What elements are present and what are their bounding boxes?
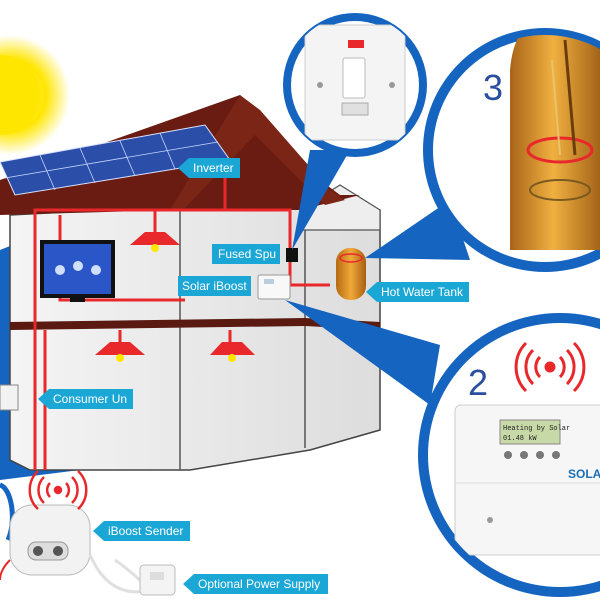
arrow-left-icon [366, 282, 377, 302]
arrow-left-icon [178, 158, 189, 178]
consumer-unit-box [0, 384, 19, 411]
fused-spur-box [286, 248, 298, 262]
inverter-label: Inverter [178, 158, 240, 178]
callout-number-2: 2 [468, 362, 488, 403]
controller-brand: SOLAR [568, 467, 600, 481]
controller-callout [418, 313, 600, 597]
sun-icon [0, 35, 70, 155]
wireless-signal-icon [28, 470, 88, 510]
switch-beam [292, 150, 350, 250]
controller-screen-line1: Heating by Solar [503, 425, 570, 433]
hot-water-tank-small [336, 248, 366, 300]
solar-panel [0, 124, 231, 196]
wireless-signal-icon [514, 341, 586, 393]
solar-iboost-unit [257, 274, 291, 300]
arrow-left-icon [93, 521, 104, 541]
optional-power-supply-label: Optional Power Supply [183, 574, 328, 594]
controller-beam [285, 300, 440, 405]
consumer-unit-label: Consumer Un [38, 389, 134, 409]
power-supply-plug [88, 554, 176, 596]
television [40, 240, 115, 302]
lamp [95, 342, 145, 362]
hot-water-tank-label: Hot Water Tank [366, 282, 470, 302]
fused-spur-label: Fused Spu [212, 244, 281, 264]
iboost-sender-device [0, 470, 91, 581]
iboost-sender-label: iBoost Sender [93, 521, 190, 541]
arrow-left-icon [183, 574, 194, 594]
fused-spur-callout [283, 13, 427, 157]
lamp [210, 342, 255, 362]
controller-screen-line2: 01.48 kW [503, 435, 537, 443]
callout-number-3: 3 [483, 67, 503, 108]
solar-iboost-label: Solar iBoost [178, 276, 251, 296]
hot-water-tank-callout [423, 28, 600, 272]
arrow-left-icon [38, 389, 49, 409]
lamp [130, 232, 180, 252]
